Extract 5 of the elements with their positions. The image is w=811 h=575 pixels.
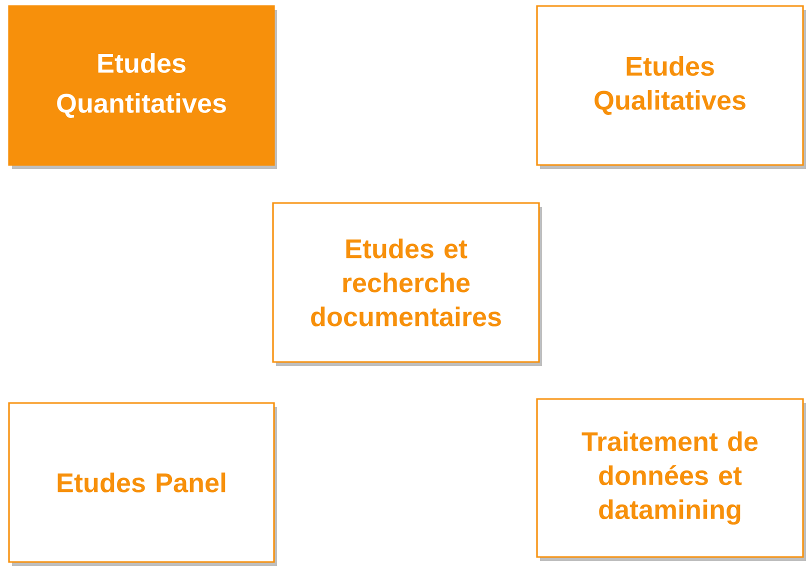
text-box: Etudes et recherche documentaires [272,202,542,366]
text-box: Etudes Quantitatives [8,5,277,169]
text-box: Traitement de données et datamining [536,398,806,561]
text-box: Etudes Qualitatives [536,5,806,169]
text-box: Etudes Panel [8,402,277,566]
